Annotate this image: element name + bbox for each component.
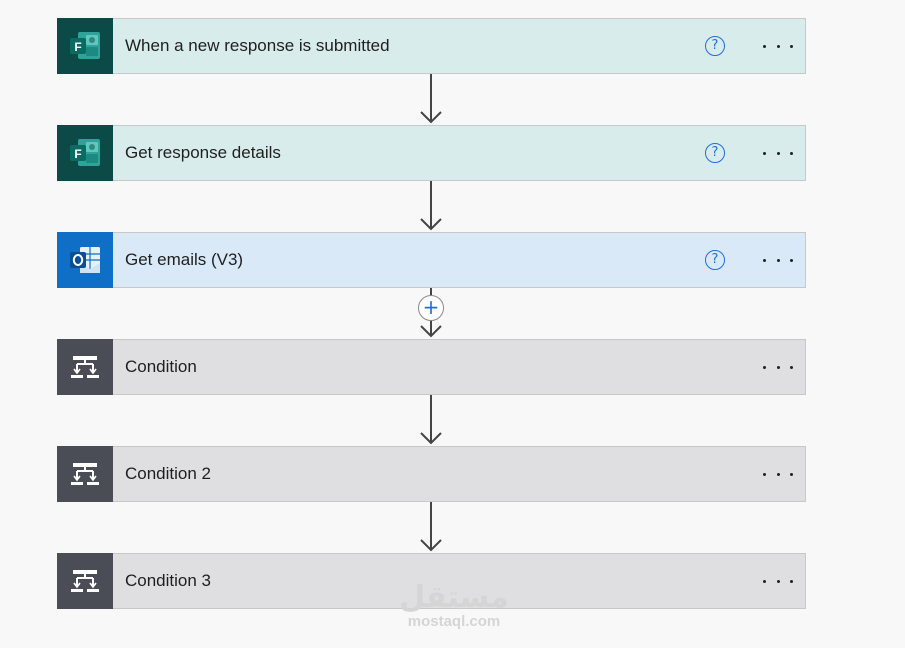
connector-arrow: [420, 502, 442, 552]
forms-icon: F: [57, 18, 113, 74]
more-options-icon[interactable]: [763, 143, 793, 163]
help-icon[interactable]: ?: [705, 250, 725, 270]
step-title[interactable]: Get emails (V3): [125, 250, 244, 269]
more-options-icon[interactable]: [763, 250, 793, 270]
condition-icon: [57, 553, 113, 609]
svg-text:F: F: [74, 40, 81, 54]
connector-arrow: [420, 181, 442, 231]
help-icon[interactable]: ?: [705, 143, 725, 163]
insert-step-button[interactable]: +: [418, 295, 444, 321]
step-title[interactable]: Condition: [125, 357, 197, 376]
watermark: مستقل mostaql.com: [395, 583, 513, 631]
condition-icon: [57, 446, 113, 502]
more-options-icon[interactable]: [763, 357, 793, 377]
watermark-latin: mostaql.com: [407, 613, 501, 630]
watermark-arabic: مستقل: [399, 580, 509, 615]
step-card-get-emails[interactable]: Get emails (V3) ?: [57, 232, 806, 288]
help-icon[interactable]: ?: [705, 36, 725, 56]
step-card-get-response[interactable]: F Get response details ?: [57, 125, 806, 181]
step-card-condition-2[interactable]: Condition 2: [57, 446, 806, 502]
more-options-icon[interactable]: [763, 464, 793, 484]
step-card-trigger[interactable]: F When a new response is submitted ?: [57, 18, 806, 74]
connector-arrow: [420, 395, 442, 445]
more-options-icon[interactable]: [763, 36, 793, 56]
condition-icon: [57, 339, 113, 395]
forms-icon: F: [57, 125, 113, 181]
step-card-condition-3[interactable]: Condition 3: [57, 553, 806, 609]
step-title[interactable]: When a new response is submitted: [125, 36, 390, 55]
svg-text:F: F: [74, 147, 81, 161]
connector-arrow: [420, 74, 442, 124]
outlook-icon: [57, 232, 113, 288]
step-title[interactable]: Condition 2: [125, 464, 212, 483]
step-title[interactable]: Condition 3: [125, 571, 212, 590]
step-card-condition[interactable]: Condition: [57, 339, 806, 395]
step-title[interactable]: Get response details: [125, 143, 281, 162]
more-options-icon[interactable]: [763, 571, 793, 591]
